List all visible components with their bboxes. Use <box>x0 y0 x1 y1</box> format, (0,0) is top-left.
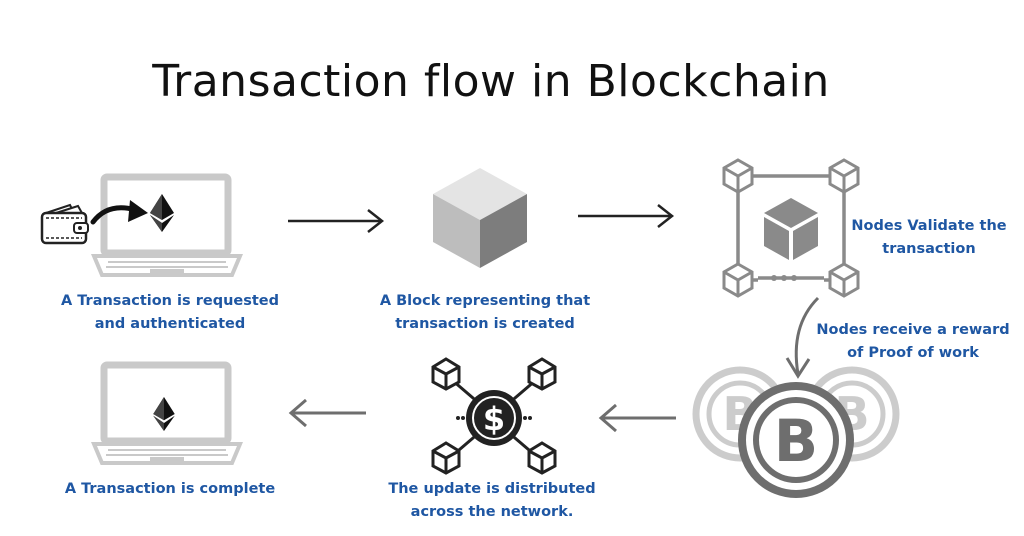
dollar-network-icon: $ <box>431 357 557 475</box>
svg-text:$: $ <box>483 400 505 438</box>
wallet-icon <box>40 203 89 245</box>
svg-text:B: B <box>774 407 818 475</box>
cube-icon <box>433 168 527 268</box>
arrow-curved-down-icon <box>785 296 820 379</box>
ethereum-icon <box>150 194 174 232</box>
step-complete-label: A Transaction is complete <box>64 481 276 497</box>
arrow-right-icon <box>578 204 675 228</box>
diagram-title: Transaction flow in Blockchain <box>152 56 830 107</box>
bitcoin-coins-icon: B B B <box>692 366 900 498</box>
arrow-left-icon <box>288 398 366 428</box>
arrow-right-icon <box>288 209 385 233</box>
arrow-left-icon <box>598 403 676 433</box>
arrow-curved-icon <box>90 200 148 225</box>
node-network-icon <box>722 158 860 298</box>
ethereum-icon <box>153 397 175 431</box>
